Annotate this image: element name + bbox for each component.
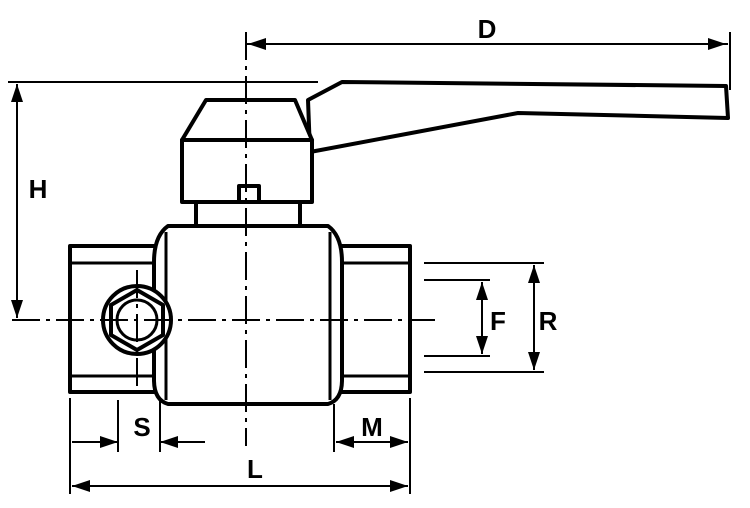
dimension-r: R <box>424 262 558 373</box>
dimension-f: F <box>424 279 506 357</box>
dimension-s: S <box>72 400 205 452</box>
label-s: S <box>133 412 150 442</box>
valve-handle <box>180 80 730 212</box>
label-f: F <box>490 306 506 336</box>
label-l: L <box>247 454 263 484</box>
valve-body <box>152 224 344 406</box>
label-d: D <box>478 14 497 44</box>
dimension-h: H <box>8 81 318 318</box>
dimension-d: D <box>246 14 731 90</box>
center-lines <box>12 32 435 446</box>
label-r: R <box>539 306 558 336</box>
dimension-l: L <box>69 398 411 494</box>
label-m: M <box>361 412 383 442</box>
dimension-m: M <box>333 404 408 452</box>
label-h: H <box>29 174 48 204</box>
